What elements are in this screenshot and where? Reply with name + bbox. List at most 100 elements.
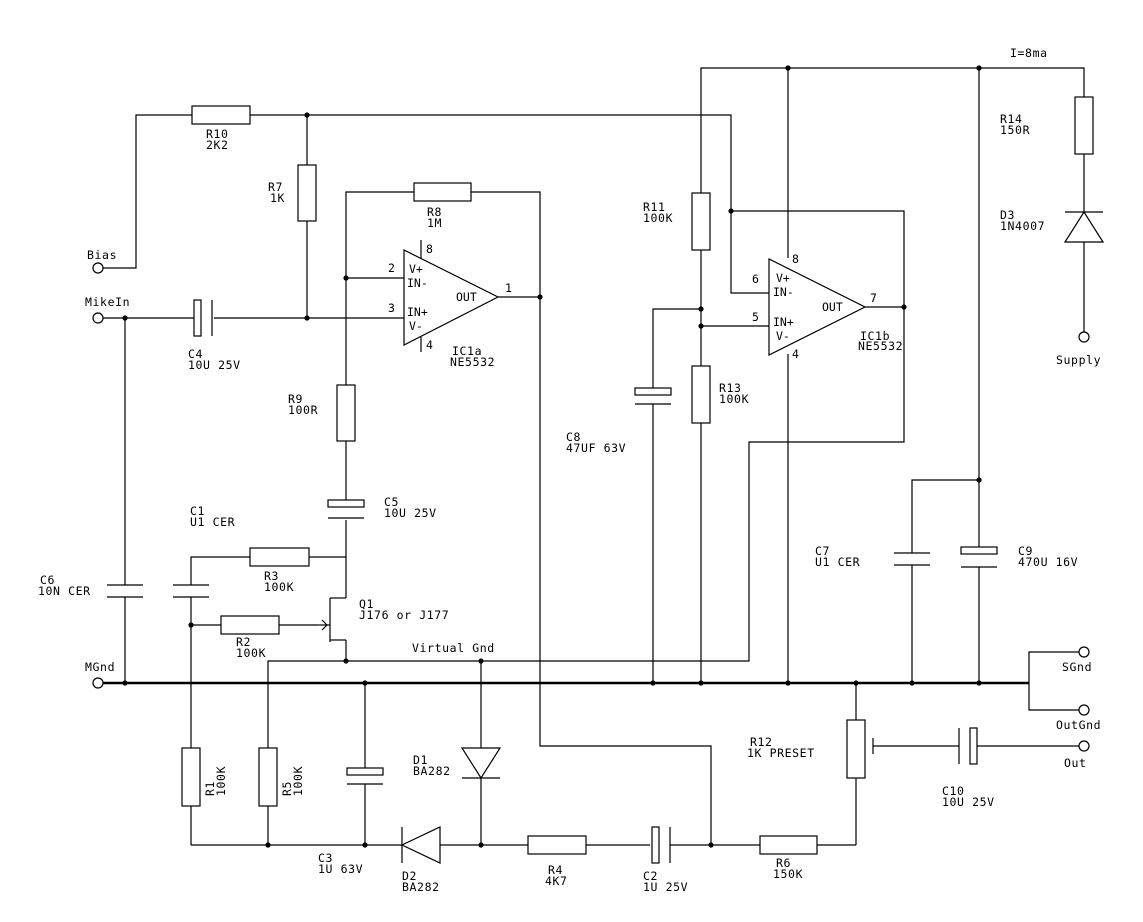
ref-r5: R5	[280, 781, 294, 796]
ref-ic1b: IC1b	[860, 329, 890, 343]
value-ic1a: NE5532	[450, 355, 495, 369]
value-c9: 470U 16V	[1018, 555, 1078, 569]
value-r1: 100K	[214, 766, 228, 796]
resistor-r4	[527, 835, 587, 855]
value-r10: 2K2	[206, 138, 229, 152]
value-r5: 100K	[291, 766, 305, 796]
diode-d1	[460, 747, 502, 780]
value-r7: 1K	[270, 191, 285, 205]
ref-c8: C8	[566, 430, 581, 444]
capacitor-c5	[327, 499, 365, 519]
ref-d2: D2	[402, 869, 417, 883]
resistor-r3	[249, 547, 310, 567]
ic1b-pin-inminus: IN-	[773, 285, 794, 299]
ic1b-pin-8: 8	[792, 252, 799, 266]
capacitor-c4	[193, 299, 213, 337]
resistor-r12	[846, 719, 866, 779]
ref-r13: R13	[719, 381, 742, 395]
capacitor-c7	[894, 552, 930, 566]
wires	[103, 67, 1085, 846]
ref-c4: C4	[188, 347, 203, 361]
terminal-label-supply: Supply	[1056, 353, 1101, 367]
opamp-ic1b	[768, 258, 867, 356]
ref-r2: R2	[236, 635, 251, 649]
ref-c6: C6	[40, 573, 55, 587]
ic1a-pin-vplus: V+	[409, 262, 423, 276]
ref-d3: D3	[1000, 208, 1015, 222]
resistor-r9	[336, 384, 356, 442]
terminal-label-mikein: MikeIn	[85, 295, 130, 309]
ref-r7: R7	[268, 180, 283, 194]
value-r9: 100R	[288, 403, 318, 417]
value-r8: 1M	[427, 216, 442, 230]
resistor-r2	[220, 615, 280, 635]
value-r3: 100K	[264, 580, 294, 594]
ref-c2: C2	[643, 869, 658, 883]
resistor-r6	[759, 835, 818, 855]
diode-d2	[400, 826, 441, 864]
ic1a-pin-out: OUT	[456, 290, 477, 304]
mikein-terminal	[92, 312, 104, 324]
ic1a-pin-2: 2	[388, 261, 395, 275]
ic1a-pin-8: 8	[426, 242, 433, 256]
value-r12: 1K PRESET	[747, 746, 815, 760]
ref-ic1a: IC1a	[452, 344, 482, 358]
ref-r1: R1	[203, 781, 217, 796]
ref-c7: C7	[815, 544, 830, 558]
ref-c5: C5	[384, 495, 399, 509]
value-c6: 10N CER	[38, 584, 91, 598]
ic1b-pin-6: 6	[752, 272, 759, 286]
ref-c3: C3	[318, 851, 333, 865]
sgnd-terminal	[1078, 646, 1090, 658]
value-c8: 47UF 63V	[566, 441, 626, 455]
capacitor-c10	[958, 727, 978, 765]
ref-r14: R14	[1000, 112, 1023, 126]
ref-c9: C9	[1018, 544, 1033, 558]
terminal-label-outgnd: OutGnd	[1056, 718, 1101, 732]
diode-d3	[1063, 210, 1105, 243]
capacitor-c6	[107, 584, 143, 598]
ic1b-pin-inplus: IN+	[773, 315, 794, 329]
value-d3: 1N4007	[1000, 219, 1045, 233]
labels: Bias MikeIn MGnd SGnd OutGnd Out Supply …	[38, 46, 1101, 894]
capacitor-c8	[634, 387, 672, 405]
value-c10: 10U 25V	[942, 795, 995, 809]
value-r6: 150K	[773, 867, 803, 881]
value-c3: 1U 63V	[318, 862, 363, 876]
net-label-virtual-gnd: Virtual Gnd	[412, 641, 495, 655]
ref-c1: C1	[190, 504, 205, 518]
supply-terminal	[1078, 331, 1090, 343]
opamp-ic1a	[403, 249, 500, 346]
value-c5: 10U 25V	[384, 506, 437, 520]
terminal-label-out: Out	[1064, 756, 1087, 770]
ic1b-pin-vplus: V+	[776, 271, 790, 285]
value-d2: BA282	[402, 880, 440, 894]
bias-terminal	[92, 262, 104, 274]
ref-d1: D1	[413, 753, 428, 767]
value-c7: U1 CER	[815, 555, 860, 569]
value-r4: 4K7	[545, 874, 568, 888]
ic1b-pin-vminus: V-	[776, 329, 790, 343]
terminal-label-bias: Bias	[87, 248, 117, 262]
value-q1: J176 or J177	[359, 608, 449, 622]
ref-r3: R3	[264, 569, 279, 583]
ref-q1: Q1	[359, 597, 374, 611]
ref-r4: R4	[548, 863, 563, 877]
junction-dots	[122, 65, 982, 848]
jfet-q1	[318, 597, 346, 642]
resistor-r11	[691, 192, 711, 251]
capacitor-c9	[960, 546, 998, 568]
value-r11: 100K	[643, 211, 673, 225]
value-c2: 1U 25V	[643, 880, 688, 894]
value-c4: 10U 25V	[188, 358, 241, 372]
ic1a-pin-4: 4	[426, 338, 433, 352]
ic1a-pin-inminus: IN-	[407, 276, 428, 290]
resistor-r10	[191, 105, 251, 125]
ref-r8: R8	[427, 205, 442, 219]
value-c1: U1 CER	[190, 515, 235, 529]
ref-r9: R9	[288, 392, 303, 406]
resistor-r13	[691, 365, 711, 424]
ic1b-pin-5: 5	[752, 310, 759, 324]
ic1a-pin-vminus: V-	[409, 319, 423, 333]
